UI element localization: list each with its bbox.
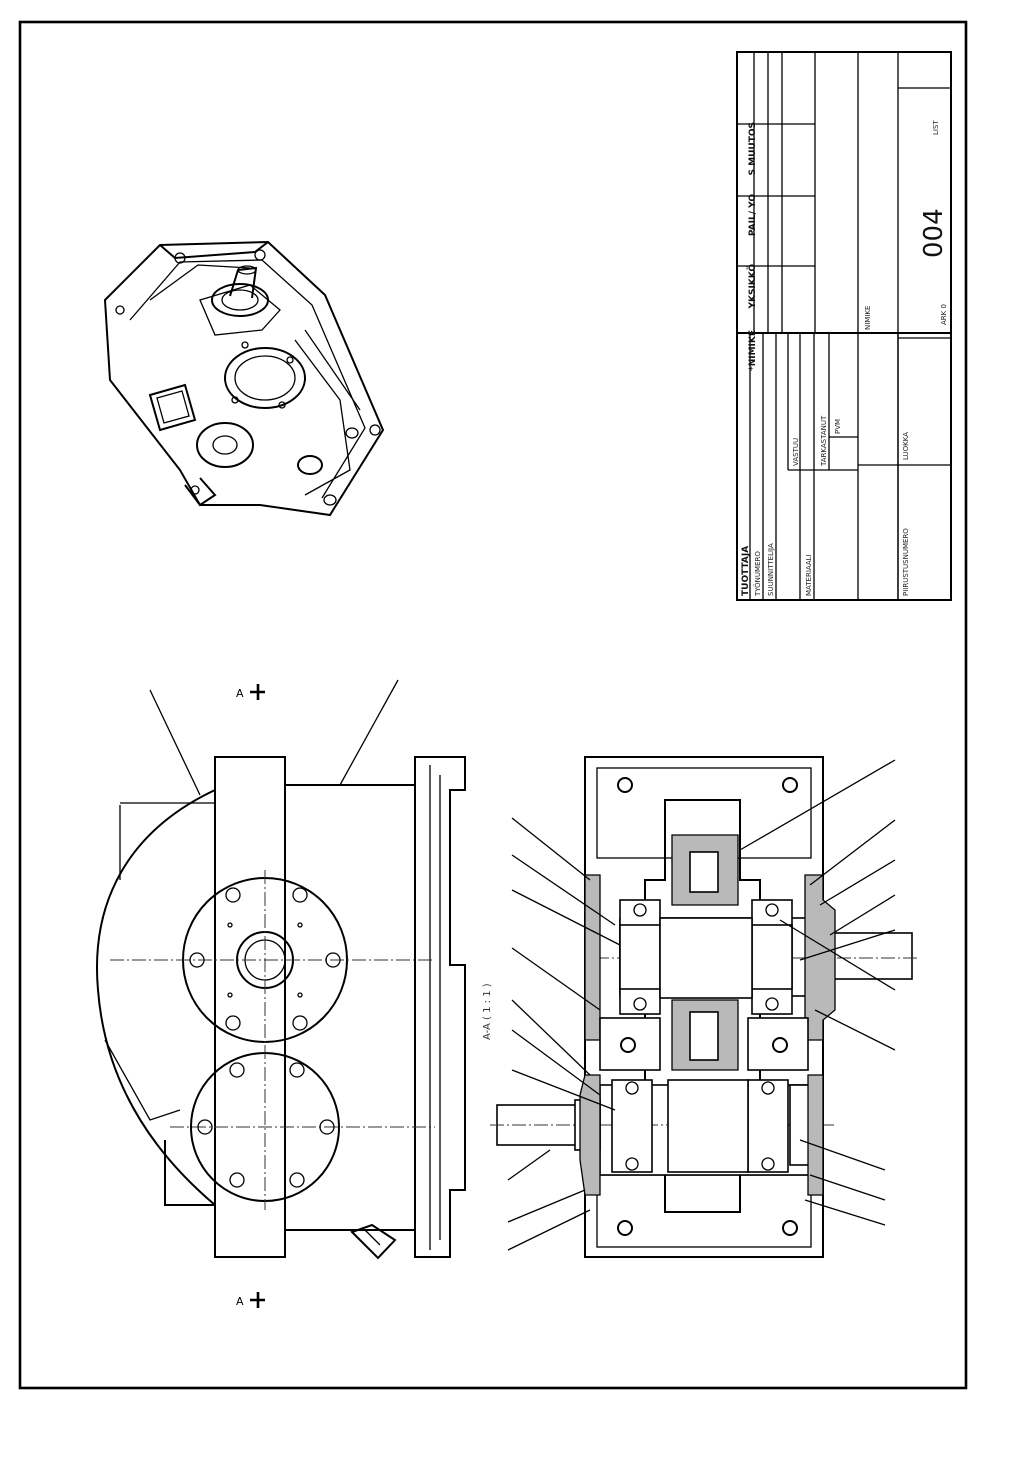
field-responsible: VASTUU xyxy=(792,438,800,466)
field-checked: TARKASTANUT xyxy=(820,415,828,467)
front-view: A A xyxy=(96,679,466,1308)
field-date: PVM xyxy=(834,419,842,434)
section-label: A-A ( 1 : 1 ) xyxy=(482,983,493,1040)
section-marker-top: A xyxy=(236,687,244,700)
revision-label-name: *NIMIKE xyxy=(748,330,758,371)
scale-label: ARK 0 xyxy=(940,304,948,325)
revision-label-date: PAIL/ YO xyxy=(748,194,758,236)
field-work-number: TYÖNUMERO xyxy=(753,551,762,597)
field-producer: TUOTTAJA xyxy=(741,546,751,596)
sheet-label: LIST xyxy=(932,120,940,135)
title-block: S MUUTOS PAIL/ YO YKSIKKÖ *NIMIKE TUOTTA… xyxy=(736,51,952,601)
field-name: NIMIKE xyxy=(864,306,872,330)
revision-label-unit: YKSIKKÖ xyxy=(747,264,758,310)
drawing-number: 004 xyxy=(919,208,949,258)
field-designer: SUUNNITTELIJA xyxy=(767,543,775,596)
section-marker-bottom: A xyxy=(236,1295,244,1308)
sheet-border xyxy=(18,20,968,1390)
revision-label-change: S MUUTOS xyxy=(748,122,758,175)
section-view xyxy=(490,756,920,1258)
isometric-view xyxy=(103,240,385,517)
field-material: MATERIAALI xyxy=(805,554,813,596)
field-drawing-number: PIIRUSTUSNUMERO xyxy=(902,528,910,596)
field-class: LUOKKA xyxy=(902,432,910,460)
